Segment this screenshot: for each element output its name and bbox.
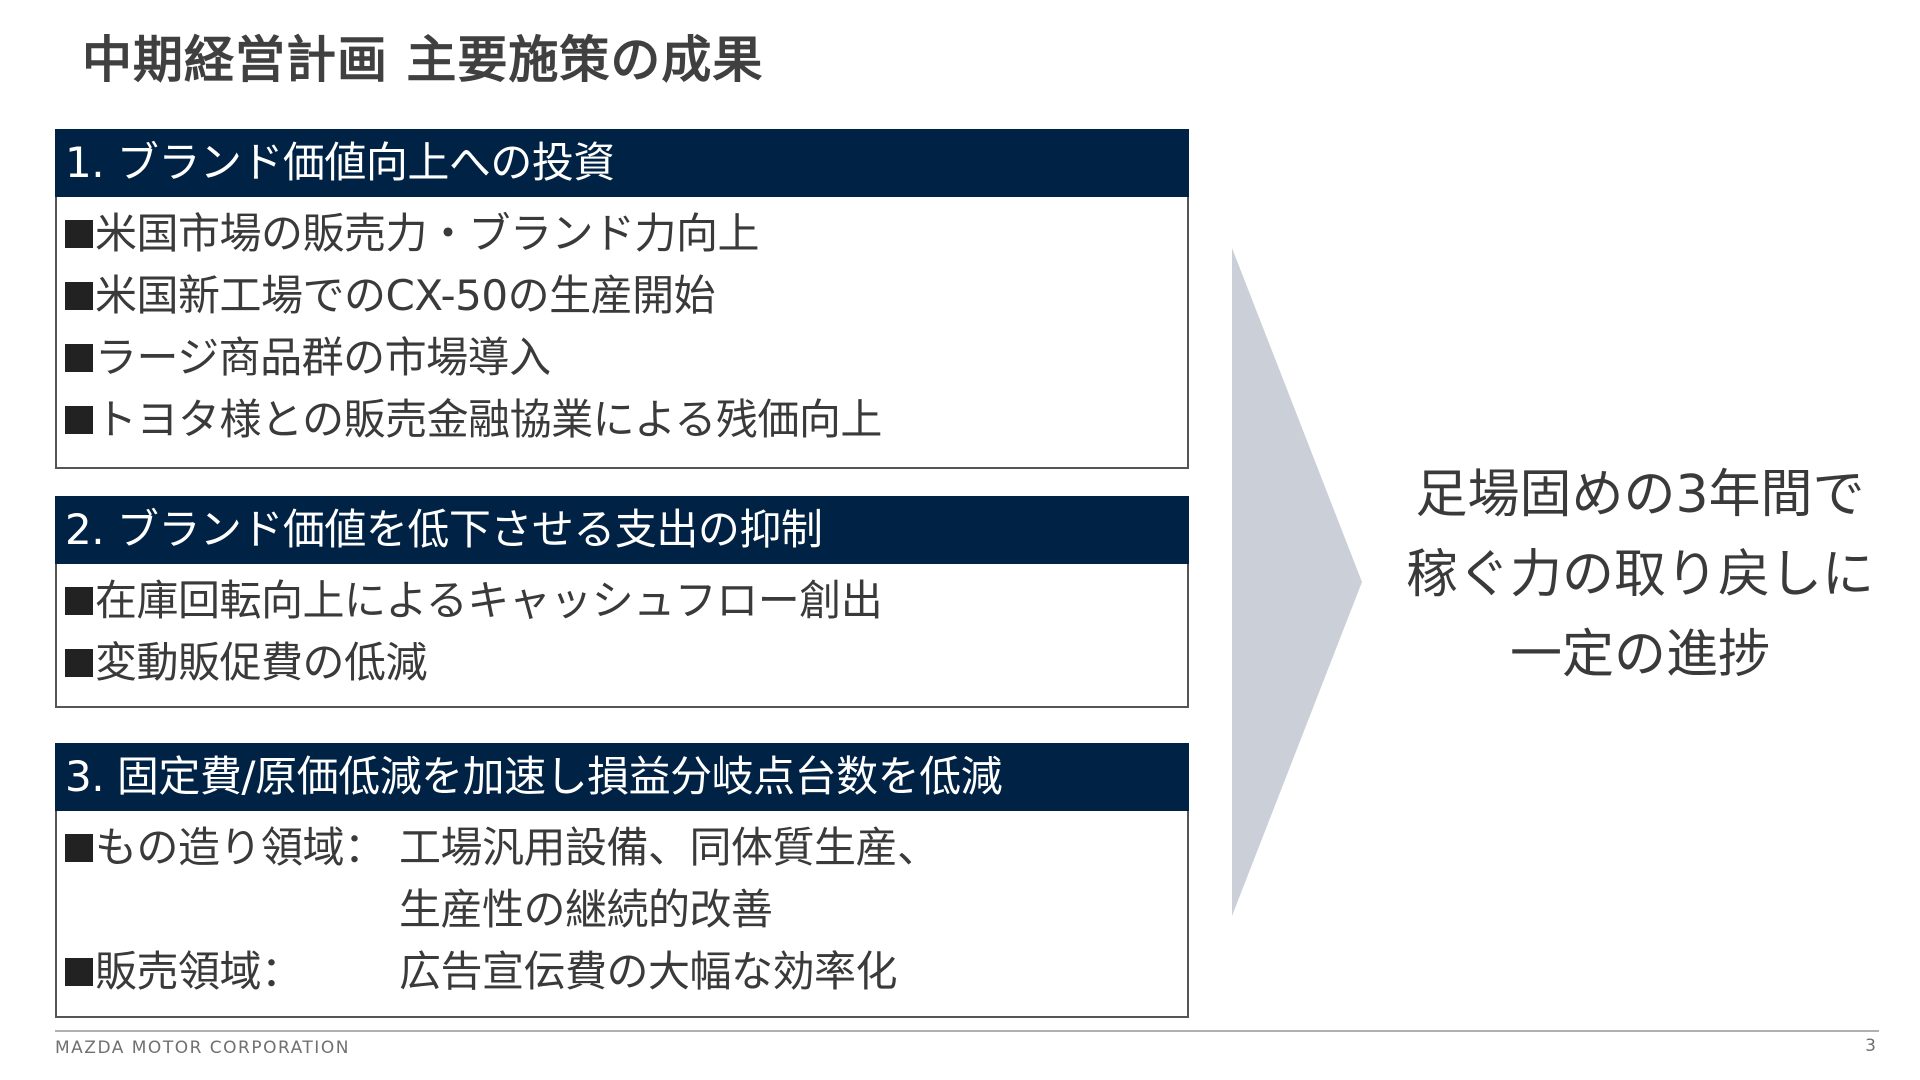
- section-cost-reduction: 3. 固定費/原価低減を加速し損益分岐点台数を低減 もの造り領域： 工場汎用設備…: [55, 743, 1189, 1018]
- page-number: 3: [1865, 1036, 1876, 1056]
- list-item-text: 在庫回転向上によるキャッシュフロー創出: [95, 576, 883, 625]
- square-bullet-icon: [65, 344, 93, 372]
- section-body: 米国市場の販売力・ブランド力向上 米国新工場でのCX-50の生産開始 ラージ商品…: [57, 197, 1187, 451]
- list-item-text: トヨタ様との販売金融協業による残価向上: [95, 395, 882, 444]
- section-header: 2. ブランド価値を低下させる支出の抑制: [55, 496, 1189, 564]
- footer-company-name: MAZDA MOTOR CORPORATION: [55, 1038, 350, 1058]
- conclusion-line: 足場固めの3年間で: [1415, 465, 1865, 525]
- list-item-text: 米国市場の販売力・ブランド力向上: [95, 209, 760, 258]
- section-brand-investment: 1. ブランド価値向上への投資 米国市場の販売力・ブランド力向上 米国新工場での…: [55, 129, 1189, 469]
- list-item: 米国新工場でのCX-50の生産開始: [65, 265, 1187, 327]
- list-item: 変動販促費の低減: [65, 632, 1187, 694]
- list-item: 米国市場の販売力・ブランド力向上: [65, 203, 1187, 265]
- item-detail: 生産性の継続的改善: [399, 885, 773, 934]
- conclusion-line: 一定の進捗: [1509, 625, 1770, 685]
- list-item: トヨタ様との販売金融協業による残価向上: [65, 389, 1187, 451]
- list-item-text: ラージ商品群の市場導入: [95, 333, 551, 382]
- list-item-continuation: 生産性の継続的改善: [65, 879, 1187, 941]
- list-item: もの造り領域： 工場汎用設備、同体質生産、: [65, 817, 1187, 879]
- square-bullet-icon: [65, 834, 93, 862]
- list-item: 在庫回転向上によるキャッシュフロー創出: [65, 570, 1187, 632]
- square-bullet-icon: [65, 220, 93, 248]
- arrow-right-icon: [1232, 248, 1362, 916]
- item-detail: 広告宣伝費の大幅な効率化: [399, 947, 898, 996]
- section-spending-control: 2. ブランド価値を低下させる支出の抑制 在庫回転向上によるキャッシュフロー創出…: [55, 496, 1189, 708]
- footer-divider: [55, 1030, 1879, 1032]
- square-bullet-icon: [65, 587, 93, 615]
- section-header: 1. ブランド価値向上への投資: [55, 129, 1189, 197]
- section-header: 3. 固定費/原価低減を加速し損益分岐点台数を低減: [55, 743, 1189, 811]
- list-item: ラージ商品群の市場導入: [65, 327, 1187, 389]
- conclusion-line: 稼ぐ力の取り戻しに: [1405, 545, 1874, 605]
- list-item: 販売領域： 広告宣伝費の大幅な効率化: [65, 941, 1187, 1003]
- list-item-text: 米国新工場でのCX-50の生産開始: [95, 271, 716, 320]
- section-body: もの造り領域： 工場汎用設備、同体質生産、 生産性の継続的改善 販売領域： 広告…: [57, 811, 1187, 1003]
- item-label: 販売領域：: [95, 947, 303, 996]
- item-label: もの造り領域：: [95, 823, 386, 872]
- list-item-text: 変動販促費の低減: [95, 638, 428, 687]
- square-bullet-icon: [65, 406, 93, 434]
- section-body: 在庫回転向上によるキャッシュフロー創出 変動販促費の低減: [57, 564, 1187, 694]
- square-bullet-icon: [65, 282, 93, 310]
- square-bullet-icon: [65, 649, 93, 677]
- conclusion-text: 足場固めの3年間で 稼ぐ力の取り戻しに 一定の進捗: [1380, 455, 1900, 695]
- page-title: 中期経営計画 主要施策の成果: [82, 31, 764, 89]
- item-detail: 工場汎用設備、同体質生産、: [399, 823, 939, 872]
- square-bullet-icon: [65, 958, 93, 986]
